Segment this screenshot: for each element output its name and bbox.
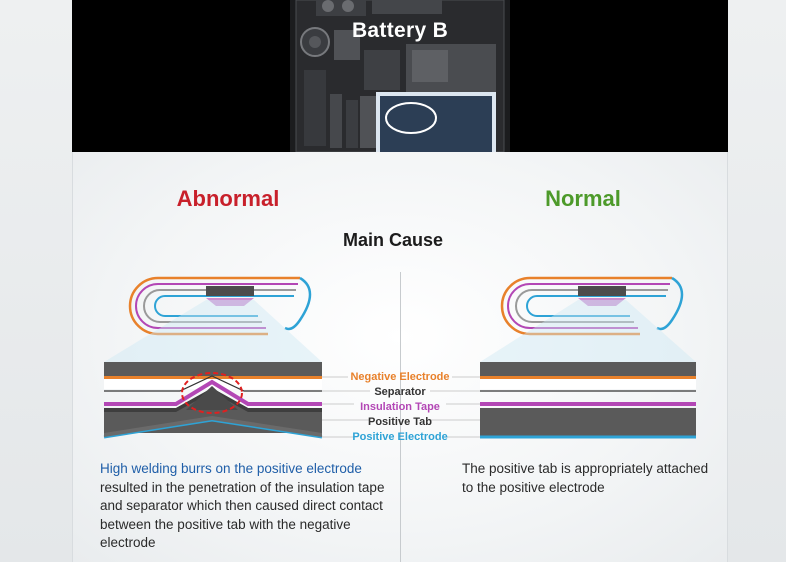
abnormal-description: High welding burrs on the positive elect… [100, 460, 390, 553]
normal-zoom-cone [480, 300, 696, 362]
battery-photo: Battery B [72, 0, 728, 152]
photo-title: Battery B [351, 19, 449, 42]
abnormal-heading: Abnormal [176, 186, 280, 211]
abnormal-jelly-roll [128, 276, 312, 336]
abnormal-cross-section [103, 362, 323, 439]
abnormal-zoom-cone [104, 300, 322, 362]
abnormal-description-highlight: High welding burrs on the positive elect… [100, 461, 362, 476]
label-separator: Separator [374, 386, 426, 398]
label-positive-tab: Positive Tab [368, 416, 432, 428]
label-insulation-tape: Insulation Tape [360, 401, 440, 413]
label-guide-lines [322, 376, 480, 438]
label-positive-electrode: Positive Electrode [352, 431, 448, 443]
main-cause-title: Main Cause [342, 230, 444, 250]
left-background [0, 0, 72, 562]
normal-description: The positive tab is appropriately attach… [462, 461, 709, 495]
abnormal-description-rest: resulted in the penetration of the insul… [100, 479, 385, 551]
center-divider [400, 272, 401, 562]
phone-internals-image [290, 0, 510, 152]
normal-jelly-roll [500, 276, 684, 336]
label-negative-electrode: Negative Electrode [350, 371, 450, 383]
normal-cross-section [480, 362, 696, 439]
normal-heading: Normal [545, 186, 621, 211]
